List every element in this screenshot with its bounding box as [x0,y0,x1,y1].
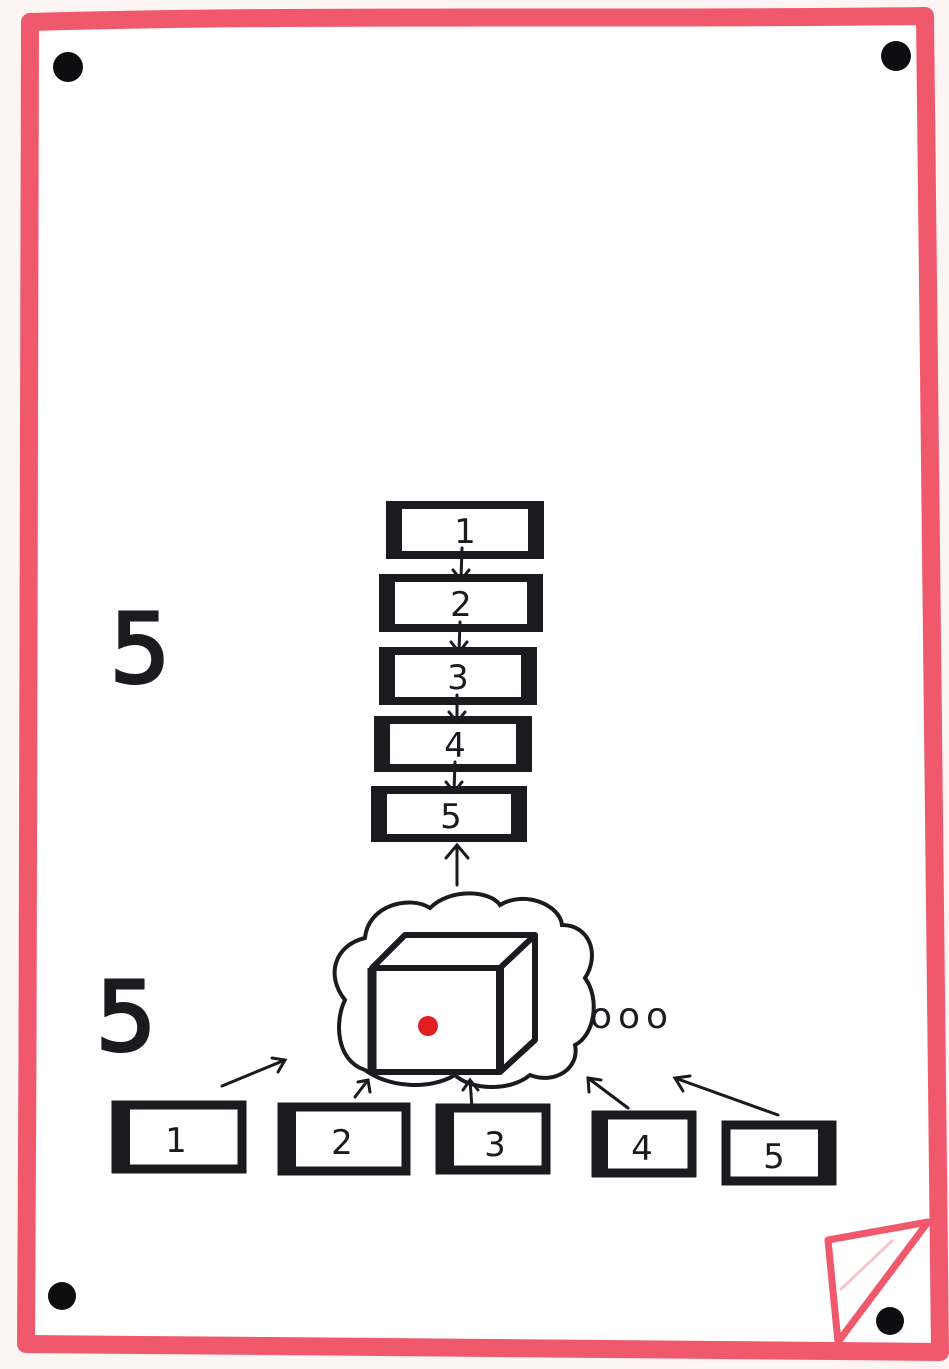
row-box-label: 3 [484,1125,506,1165]
upper-count-label: 5 [109,593,170,705]
pin-icon [48,1282,76,1310]
row-box-label: 5 [763,1137,785,1177]
stack-box-label: 2 [450,585,472,625]
stack-box: 2 [379,574,543,632]
red-dot [418,1016,438,1036]
row-box-label: 2 [331,1123,353,1163]
pin-icon [876,1307,904,1335]
ellipsis-label: ooo [590,996,674,1037]
stack-box: 5 [371,786,527,842]
row-box-label: 1 [165,1121,187,1161]
stack-arrows [444,546,471,887]
row-box: 2 [277,1102,411,1176]
cube-icon [367,932,538,1075]
row-box-label: 4 [631,1129,653,1169]
row-box: 1 [111,1100,247,1174]
row-box: 5 [721,1120,837,1186]
lower-count-label: 5 [95,961,156,1073]
stack-group: 1 2 3 4 5 [371,501,544,887]
stack-box: 3 [379,647,537,705]
stack-box: 1 [386,501,544,559]
row-arrows [220,1056,780,1117]
curled-corner-icon [824,1218,932,1346]
row-box: 3 [435,1103,551,1175]
stack-box-label: 5 [440,797,462,837]
stack-box-label: 1 [454,512,476,552]
frame-border [17,7,949,1361]
pin-icon [881,41,911,71]
stack-box: 4 [374,716,532,772]
row-group: 1 2 3 4 5 [111,1100,837,1186]
row-box: 4 [591,1110,697,1178]
stack-box-label: 3 [447,658,469,698]
stack-box-label: 4 [444,726,466,766]
pin-icon [53,52,83,82]
